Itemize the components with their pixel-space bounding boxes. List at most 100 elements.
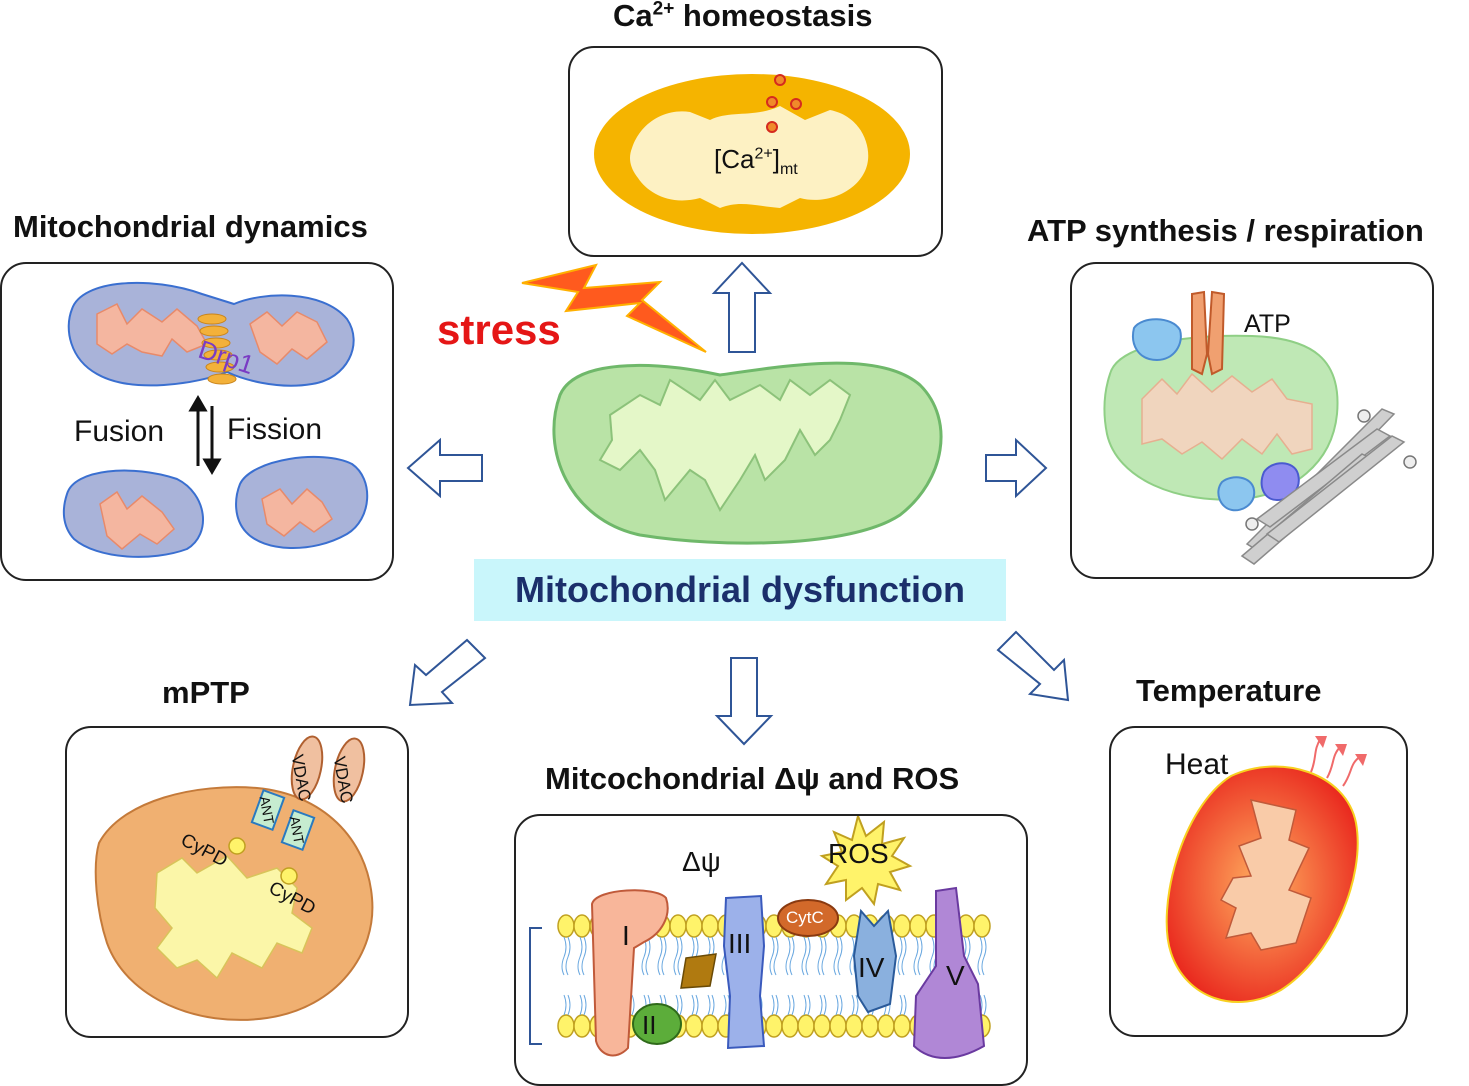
arrow-left xyxy=(406,437,483,499)
particle-dots-icon xyxy=(1245,409,1417,531)
vdac-channel-icon xyxy=(290,735,366,803)
membrane-bracket-icon xyxy=(529,927,542,1045)
mptp-drawing xyxy=(94,735,374,1021)
fission-label: Fission xyxy=(227,413,323,446)
lipid-tail xyxy=(801,936,811,1016)
atp-label: ATP xyxy=(1244,310,1291,338)
lipid-head-top xyxy=(669,914,687,938)
complex-iv-label: IV xyxy=(858,952,885,983)
membrane-panel: Δψ ROS CytC I II III IV V xyxy=(514,814,1028,1086)
lipid-head-bottom xyxy=(861,1014,879,1038)
lipid-tail xyxy=(897,936,907,1016)
lipid-head-bottom xyxy=(797,1014,815,1038)
complex-v-icon xyxy=(912,886,986,1059)
atp-mitochondrion-icon xyxy=(1103,334,1339,501)
lipid-head-bottom xyxy=(845,1014,863,1038)
lipid-head-bottom xyxy=(685,1014,703,1038)
lipid-head-bottom xyxy=(781,1014,799,1038)
lipid-head-top xyxy=(973,914,991,938)
lightning-bolt-icon xyxy=(521,263,707,353)
lipid-head-bottom xyxy=(829,1014,847,1038)
lipid-head-bottom xyxy=(893,1014,911,1038)
lipid-tail xyxy=(913,936,923,1016)
calcium-ion-dots xyxy=(766,74,802,133)
arrow-down-right xyxy=(996,630,1070,702)
lipid-tail xyxy=(833,936,843,1016)
fusion-label: Fusion xyxy=(74,415,165,448)
delta-psi-label: Δψ xyxy=(682,846,721,877)
lipid-head-top xyxy=(685,914,703,938)
heat-label: Heat xyxy=(1165,748,1229,781)
atp-drawing xyxy=(1103,290,1417,565)
separated-mitochondrion-right-icon xyxy=(235,455,369,550)
atp-synthase-icon xyxy=(1191,290,1226,376)
drp1-ring-icon xyxy=(197,313,237,385)
heat-rising-arrows-icon xyxy=(1310,736,1367,787)
calcium-panel: [Ca2+]mt xyxy=(568,46,943,257)
complex-iii-label: III xyxy=(728,928,752,959)
complex-ii-label: II xyxy=(642,1010,657,1040)
cytc-label: CytC xyxy=(786,908,824,927)
dynamics-panel-title: Mitochondrial dynamics xyxy=(13,209,368,244)
lipid-head-top xyxy=(557,914,575,938)
mptp-panel-title: mPTP xyxy=(162,675,250,710)
complex-blue-top-icon xyxy=(1132,318,1182,362)
calcium-mt-label: [Ca2+]mt xyxy=(714,144,798,179)
lipid-head-bottom xyxy=(813,1014,831,1038)
ros-label: ROS xyxy=(828,838,889,869)
complex-ii-icon xyxy=(632,1003,682,1045)
dynamics-panel: Drp1 Fusion Fission xyxy=(0,262,394,581)
lipid-tail xyxy=(977,936,987,1016)
lipid-head-top xyxy=(573,914,591,938)
lipid-tail xyxy=(561,936,571,1016)
lipid-head-top xyxy=(909,914,927,938)
lipid-head-bottom xyxy=(557,1014,575,1038)
center-label: Mitochondrial dysfunction xyxy=(515,569,965,610)
membrane-panel-title: Mitcochondrial Δψ and ROS xyxy=(545,761,960,796)
arrow-down-left xyxy=(408,638,487,707)
lipid-head-bottom xyxy=(701,1014,719,1038)
fusion-fission-arrows-icon xyxy=(188,395,222,475)
lipid-tail xyxy=(769,936,779,1016)
arrow-up xyxy=(711,261,773,353)
lipid-tail xyxy=(817,936,827,1016)
lipid-tail xyxy=(641,936,651,1016)
atp-panel: ATP xyxy=(1070,262,1434,579)
complex-v-label: V xyxy=(946,960,965,991)
cytc-icon xyxy=(777,899,839,937)
stress-label: stress xyxy=(437,306,561,353)
complex-blue-bottom-icon xyxy=(1217,476,1256,512)
quinone-icon xyxy=(680,953,717,989)
complex-iv-icon xyxy=(852,908,898,1014)
lipid-tail xyxy=(785,936,795,1016)
ant-channel-icon xyxy=(250,788,316,852)
arrow-down xyxy=(714,657,774,746)
lipid-tail xyxy=(577,936,587,1016)
lipid-head-top xyxy=(893,914,911,938)
dynamics-drawing xyxy=(62,281,369,558)
temperature-drawing xyxy=(1165,736,1367,1003)
central-mitochondrion-icon xyxy=(552,361,943,545)
fusing-mitochondrion-icon xyxy=(67,281,355,387)
ros-burst-icon xyxy=(819,816,913,907)
arrow-right xyxy=(985,437,1048,499)
separated-mitochondrion-left-icon xyxy=(62,469,204,558)
lipid-tail xyxy=(657,936,667,1016)
lipid-head-bottom xyxy=(765,1014,783,1038)
lipid-head-top xyxy=(701,914,719,938)
complex-i-icon xyxy=(590,889,669,1057)
calcium-mitochondrion-icon xyxy=(594,74,910,234)
lipid-head-bottom xyxy=(573,1014,591,1038)
calcium-panel-title: Ca2+ homeostasis xyxy=(613,0,873,33)
mptp-panel: VDAC VDAC ANT ANT CyPD CyPD xyxy=(65,726,409,1038)
lipid-tail xyxy=(673,936,683,1016)
complex-i-label: I xyxy=(622,920,630,951)
atp-panel-title: ATP synthesis / respiration xyxy=(1027,213,1424,248)
membrane-drawing xyxy=(529,816,991,1059)
cristae-stack-icon xyxy=(1240,408,1406,565)
complex-iii-icon xyxy=(722,894,766,1050)
temperature-panel-title: Temperature xyxy=(1136,673,1322,708)
lipid-head-bottom xyxy=(877,1014,895,1038)
temperature-panel: Heat xyxy=(1109,726,1408,1037)
